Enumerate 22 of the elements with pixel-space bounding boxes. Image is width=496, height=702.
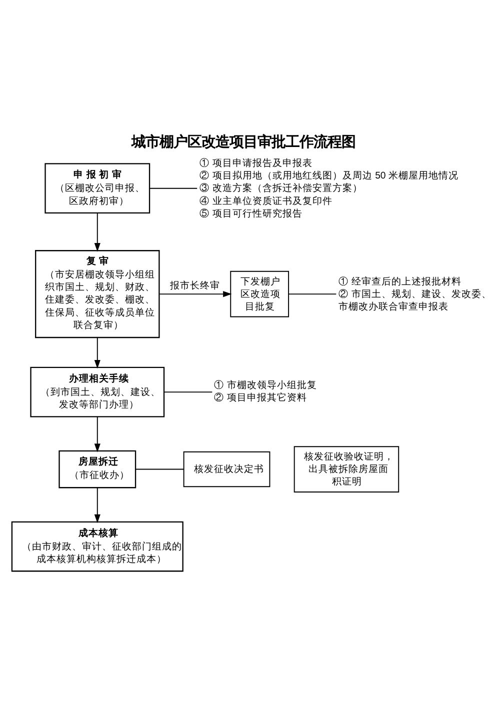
- node-text: ① 项目申请报告及申报表 ② 项目拟用地（或用地红线图）及周边 50 米棚屋用地情况 ③ 改造方案（含拆迁补偿安置方案） ④ 业主单位资质证书及复印件 ⑤ 项目可行性研究报告: [200, 158, 458, 219]
- node-box: 房屋拆迁 （市征收办）: [58, 450, 136, 488]
- node-text: ① 经审查后的上述报批材料 ② 市国土、规划、建设、发改委、市棚改办联合审查申报表: [338, 276, 492, 312]
- node-box: 申 报 初 审 （区棚改公司申报、区政府初审）: [44, 162, 150, 214]
- diagram-title: 城市棚户区改造项目审批工作流程图: [132, 134, 356, 150]
- connector: [288, 293, 337, 294]
- node-box: 办理相关手续 （到市国土、规划、建设、发改等部门办理）: [30, 366, 165, 417]
- arrow: [94, 486, 100, 523]
- node-box: 核发征收验收证明，出具被拆除房屋面积证明: [294, 446, 400, 492]
- node-box: 下发棚户区改造项目批复: [230, 270, 290, 317]
- connector: [135, 468, 184, 470]
- node-box: 复 审 （市安居棚改领导小组组织市国土、规划、财政、住建委、发改委、棚改、住保局、征收等成员单位联合复审）: [35, 250, 160, 338]
- arrow: [159, 290, 232, 297]
- edge-label: 报市长终审: [170, 280, 220, 291]
- node-text: ① 市棚改领导小组批复 ② 项目申报其它资料: [214, 380, 317, 404]
- arrow: [94, 212, 100, 252]
- arrow: [94, 416, 100, 452]
- node-box: 成本核算 （由市财政、审计、征收部门组成的成本核算机构核算拆迁成本）: [11, 520, 184, 572]
- node-box: 核发征收决定书: [183, 450, 270, 487]
- arrow: [94, 336, 100, 368]
- connector: [164, 391, 213, 392]
- connector: [149, 187, 198, 188]
